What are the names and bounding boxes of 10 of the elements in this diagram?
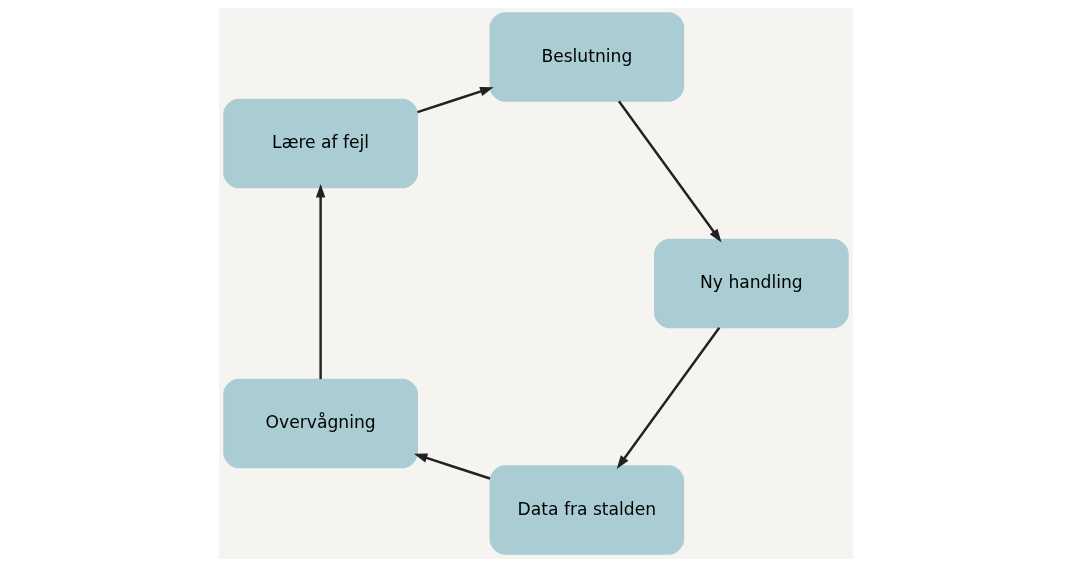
arrow <box>315 183 325 380</box>
arrow <box>416 87 494 114</box>
node-box: Data fra stalden <box>489 465 684 555</box>
node-box: Lære af fejl <box>222 98 418 189</box>
arrow <box>616 326 720 469</box>
arrow <box>617 100 722 243</box>
arrow <box>413 453 490 480</box>
node-box: Overvågning <box>222 378 418 469</box>
node-box: Beslutning <box>489 12 684 102</box>
node-box: Ny handling <box>653 238 849 329</box>
